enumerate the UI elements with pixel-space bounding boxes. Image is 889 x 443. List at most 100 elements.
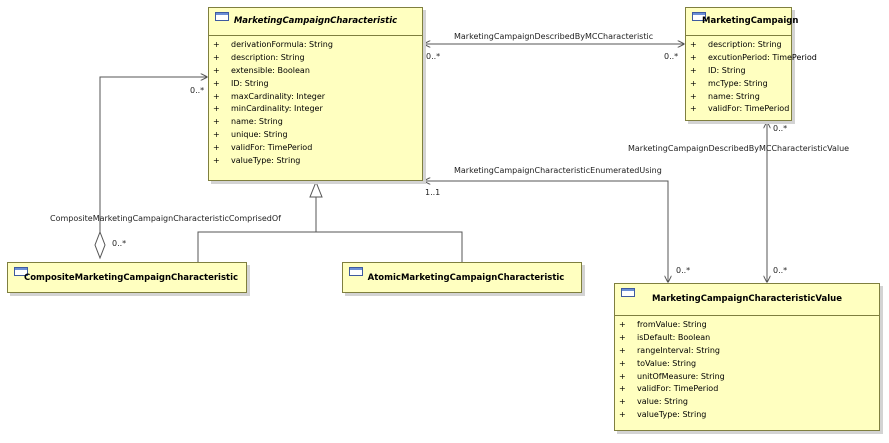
attribute-visibility: +: [619, 371, 626, 381]
attribute-text: ID: String: [231, 78, 269, 88]
attribute-visibility: +: [213, 130, 220, 140]
attribute-text: maxCardinality: Integer: [231, 91, 326, 101]
attribute-visibility: +: [619, 332, 626, 342]
attribute-visibility: +: [690, 104, 697, 114]
class-name: CompositeMarketingCampaignCharacteristic: [23, 273, 239, 283]
class-marketing-campaign-characteristic-value[interactable]: MarketingCampaignCharacteristicValue + fr…: [614, 283, 880, 431]
multiplicity-label: 0..*: [676, 266, 691, 275]
attribute-text: description: String: [231, 52, 305, 62]
association-name-composite-comprised-of: CompositeMarketingCampaignCharacteristic…: [50, 214, 281, 223]
multiplicity-label: 0..*: [112, 239, 127, 248]
attribute-text: description: String: [708, 40, 782, 49]
attribute-visibility: +: [690, 78, 697, 88]
attribute-text: derivationFormula: String: [231, 40, 333, 49]
attribute-text: isDefault: Boolean: [637, 332, 711, 342]
generalization-triangle: [309, 180, 323, 198]
attribute-visibility: +: [690, 65, 697, 75]
attribute-row: + fromValue: String: [619, 319, 879, 332]
class-marketing-campaign-characteristic[interactable]: MarketingCampaignCharacteristic + derivat…: [208, 7, 423, 181]
attribute-visibility: +: [619, 410, 626, 420]
attribute-visibility: +: [213, 143, 220, 153]
attribute-text: extensible: Boolean: [231, 65, 310, 75]
attribute-row: + extensible: Boolean: [213, 65, 422, 78]
attribute-visibility: +: [690, 91, 697, 101]
attribute-row: + mcType: String: [690, 78, 791, 91]
attribute-visibility: +: [213, 52, 220, 62]
attribute-text: name: String: [708, 91, 760, 101]
attribute-text: unitOfMeasure: String: [637, 371, 725, 381]
class-marketing-campaign[interactable]: MarketingCampaign + description: String +…: [685, 7, 817, 121]
attribute-text: validFor: TimePeriod: [231, 143, 313, 153]
attribute-visibility: +: [619, 384, 626, 394]
attribute-row: + description: String: [690, 39, 791, 52]
attribute-row: +toValue: String: [619, 358, 879, 371]
attribute-row: +validFor: TimePeriod: [690, 103, 791, 116]
attribute-list: + description: String + excutionPeriod: Ti…: [686, 36, 817, 116]
class-name: MarketingCampaignCharacteristic: [233, 16, 398, 26]
multiplicity-label: 0..*: [773, 124, 788, 133]
attribute-visibility: +: [690, 52, 697, 62]
association-name-described-by-mc-characteristic-value: MarketingCampaignDescribedByMCCharacteri…: [628, 144, 850, 153]
attribute-row: + unique: String: [213, 129, 422, 142]
class-composite-marketing-campaign-characteristic[interactable]: CompositeMarketingCampaignCharacteristic: [7, 262, 247, 293]
class-icon: [692, 12, 706, 21]
attribute-visibility: +: [619, 320, 626, 329]
attribute-text: ID: String: [708, 65, 746, 75]
attribute-text: fromValue: String: [637, 320, 707, 329]
attribute-row: + ID: String: [690, 65, 791, 78]
attribute-text: valueType: String: [637, 410, 707, 420]
attribute-text: unique: String: [231, 130, 288, 140]
attribute-row: +value: String: [619, 396, 879, 409]
multiplicity-label: 0..*: [664, 52, 679, 61]
attribute-row: +valueType: String: [213, 155, 422, 168]
attribute-text: excutionPeriod: TimePeriod: [708, 52, 817, 62]
multiplicity-label: 0..*: [190, 86, 205, 95]
attribute-row: +minCardinality: Integer: [213, 103, 422, 116]
attribute-text: rangeInterval: String: [637, 345, 721, 355]
multiplicity-label: 1..1: [425, 188, 441, 197]
aggregation-line-composite-comprised-of[interactable]: [99, 77, 207, 232]
attribute-row: + rangeInterval: String: [619, 345, 879, 358]
attribute-row: + validFor: TimePeriod: [619, 383, 879, 396]
attribute-text: mcType: String: [708, 78, 768, 88]
attribute-visibility: +: [213, 91, 220, 101]
attribute-visibility: +: [213, 40, 220, 49]
attribute-list: + fromValue: String + isDefault: Boolean +…: [615, 316, 879, 422]
association-name-enumerated-using: MarketingCampaignCharacteristicEnumerate…: [454, 166, 662, 175]
class-icon: [215, 12, 229, 21]
attribute-row: + derivationFormula: String: [213, 39, 422, 52]
attribute-visibility: +: [619, 345, 626, 355]
attribute-text: validFor: TimePeriod: [637, 384, 719, 394]
attribute-row: + name: String: [690, 91, 791, 104]
association-line-enumerated-using[interactable]: [424, 181, 668, 282]
attribute-row: + name: String: [213, 116, 422, 129]
class-name: MarketingCampaign: [702, 16, 799, 26]
class-atomic-marketing-campaign-characteristic[interactable]: AtomicMarketingCampaignCharacteristic: [342, 262, 582, 293]
attribute-text: name: String: [231, 117, 283, 127]
class-icon: [621, 288, 635, 297]
attribute-row: + description: String: [213, 52, 422, 65]
attribute-list: + derivationFormula: String + description:…: [209, 36, 422, 168]
attribute-visibility: +: [690, 40, 697, 49]
attribute-row: + validFor: TimePeriod: [213, 142, 422, 155]
attribute-visibility: +: [213, 78, 220, 88]
attribute-row: + unitOfMeasure: String: [619, 371, 879, 384]
generalization-branches: [197, 231, 463, 262]
class-icon: [14, 267, 28, 276]
attribute-row: + ID: String: [213, 78, 422, 91]
class-icon: [349, 267, 363, 276]
multiplicity-label: 0..*: [773, 266, 788, 275]
association-name-described-by-mc-characteristic: MarketingCampaignDescribedByMCCharacteri…: [454, 32, 654, 41]
multiplicity-label: 0..*: [426, 52, 441, 61]
attribute-row: + isDefault: Boolean: [619, 332, 879, 345]
attribute-visibility: +: [213, 117, 220, 127]
attribute-text: minCardinality: Integer: [231, 104, 323, 114]
attribute-text: value: String: [637, 397, 688, 407]
attribute-row: + maxCardinality: Integer: [213, 91, 422, 104]
attribute-text: toValue: String: [637, 358, 697, 368]
attribute-visibility: +: [213, 65, 220, 75]
aggregation-diamond: [94, 230, 106, 260]
class-name: MarketingCampaignCharacteristicValue: [652, 294, 842, 304]
